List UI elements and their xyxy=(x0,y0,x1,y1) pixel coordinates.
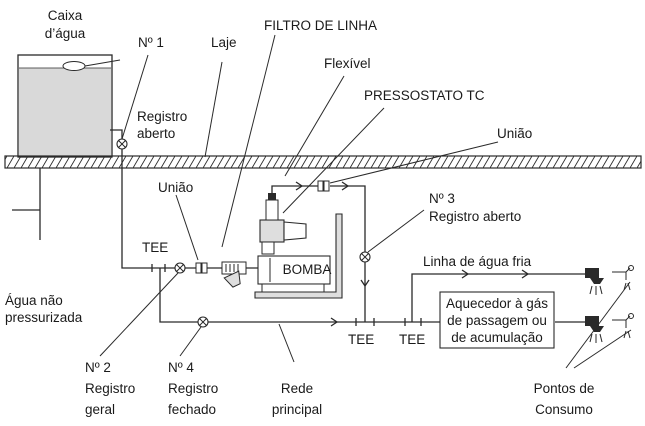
union-right-label: União xyxy=(497,126,532,141)
valve-2-icon xyxy=(174,262,186,274)
tank-label-line1: Caixa xyxy=(48,8,83,23)
faucet-bottom-icon xyxy=(612,313,634,339)
heater-label-line3: de acumulação xyxy=(451,330,543,345)
float-arm xyxy=(84,59,121,67)
union-left-icon xyxy=(195,262,208,274)
water-tank xyxy=(17,54,121,158)
non-pressurized-label-line2: pressurizada xyxy=(5,310,83,325)
line-filter-label: FILTRO DE LINHA xyxy=(264,18,377,33)
pump-head xyxy=(259,219,285,243)
pump-label: BOMBA xyxy=(283,262,332,277)
valve-1-desc-line1: Registro xyxy=(137,109,187,124)
line-filter-icon xyxy=(221,261,247,288)
heater-box xyxy=(439,291,555,349)
pump-volute xyxy=(283,221,307,241)
slab xyxy=(4,155,642,169)
valve-3-desc: Registro aberto xyxy=(429,209,521,224)
valve-2-desc-line1: Registro xyxy=(85,381,135,396)
heater-label-line2: de passagem ou xyxy=(447,313,547,328)
shower-top-icon xyxy=(585,268,604,295)
leader-lines xyxy=(99,34,632,369)
cold-water-label: Linha de água fria xyxy=(423,254,532,269)
main-network-label-line2: principal xyxy=(272,402,322,417)
non-pressurized-label-line1: Água não xyxy=(5,293,63,308)
valve-2-number: Nº 2 xyxy=(85,360,111,375)
valve-4-number: Nº 4 xyxy=(168,360,194,375)
pump xyxy=(254,193,343,299)
consumption-points-label-line2: Consumo xyxy=(535,402,593,417)
pressure-switch-label: PRESSOSTATO TC xyxy=(364,88,485,103)
tank-water xyxy=(19,68,111,156)
valve-1-number: Nº 1 xyxy=(138,35,164,50)
slab-label: Laje xyxy=(211,35,237,50)
valve-3-icon xyxy=(359,251,371,263)
valve-4-icon xyxy=(197,316,209,328)
union-left-label: União xyxy=(158,180,193,195)
pump-base xyxy=(254,213,343,299)
valve-2-desc-line2: geral xyxy=(85,402,115,417)
slab-hatch xyxy=(4,155,642,169)
pressure-switch-icon xyxy=(265,199,279,221)
tank-label-line2: d’água xyxy=(45,26,86,41)
valve-4-desc-line2: fechado xyxy=(168,402,216,417)
valve-4-desc-line1: Registro xyxy=(168,381,218,396)
heater-label-line1: Aquecedor à gás xyxy=(446,296,548,311)
valve-1-desc-line2: aberto xyxy=(137,126,175,141)
tee-left-label: TEE xyxy=(142,240,168,255)
tee-fittings xyxy=(151,264,422,326)
float-ball-icon xyxy=(62,61,86,71)
union-right-icon xyxy=(317,180,330,192)
faucet-top-icon xyxy=(612,265,634,291)
water-heater xyxy=(439,291,555,349)
consumption-points-label-line1: Pontos de xyxy=(534,381,595,396)
valve-3-number: Nº 3 xyxy=(429,191,455,206)
flexible-label: Flexível xyxy=(324,56,371,71)
main-network-label-line1: Rede xyxy=(281,381,313,396)
valve-1-icon xyxy=(116,138,128,150)
tee-mid-label: TEE xyxy=(348,332,374,347)
flow-arrows xyxy=(295,181,530,327)
tee-right-label: TEE xyxy=(399,332,425,347)
